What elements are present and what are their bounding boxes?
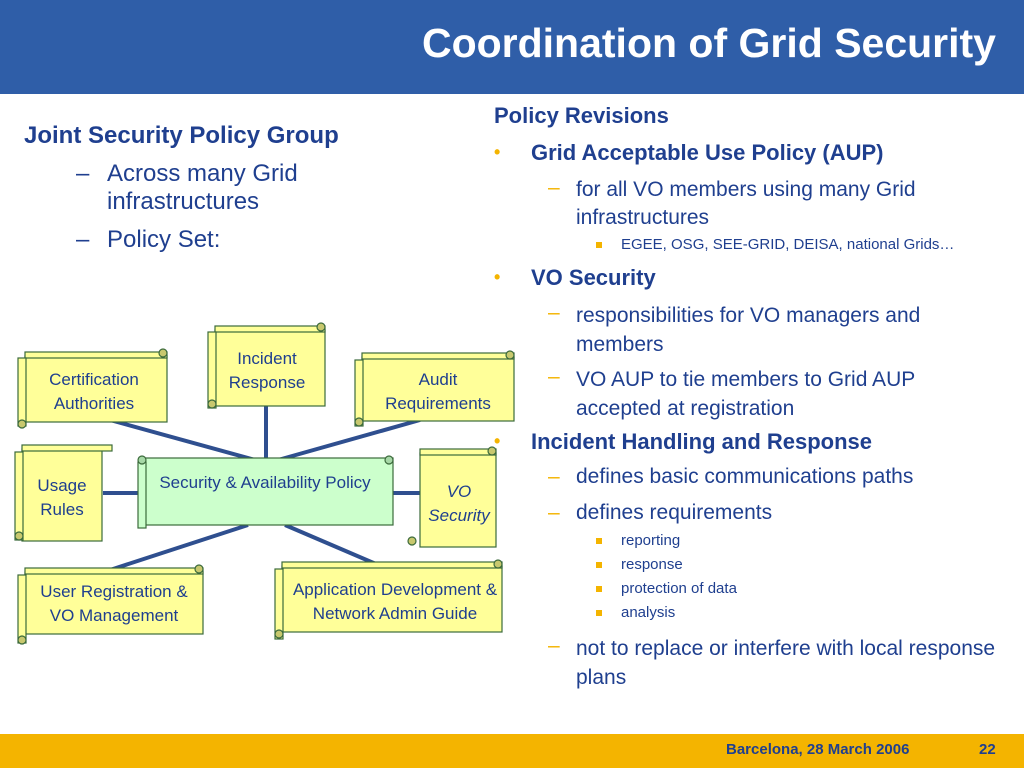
dash-bullet: – <box>548 365 560 388</box>
vo-security-label: VO Security <box>428 482 490 525</box>
audit-requirements-label: Audit Requirements <box>385 370 491 413</box>
square-bullet <box>596 538 602 544</box>
header-bar <box>0 0 1024 94</box>
dash-bullet: – <box>548 301 560 324</box>
square-bullet <box>596 586 602 592</box>
incident-response-label: Incident Response <box>228 349 306 392</box>
vo-sub-responsibilities: responsibilities for VO managers and mem… <box>576 304 921 356</box>
left-heading: Joint Security Policy Group <box>24 122 339 149</box>
user-registration-label: User Registration & VO Management <box>40 582 188 625</box>
incident-sub-paths: defines basic communications paths <box>576 465 914 488</box>
req-reporting: reporting <box>621 532 681 549</box>
left-item-policy-set: Policy Set: <box>107 226 221 253</box>
aup-sub: for all VO members using many Grid infra… <box>576 178 916 229</box>
square-bullet <box>596 562 602 568</box>
req-response: response <box>621 556 683 573</box>
page-number: 22 <box>979 741 996 758</box>
aup-grids: EGEE, OSG, SEE-GRID, DEISA, national Gri… <box>621 236 955 253</box>
left-item-grid: Across many Grid infrastructures <box>107 160 298 215</box>
dash-bullet: – <box>548 634 560 657</box>
incident-title: Incident Handling and Response <box>531 429 873 454</box>
dash-bullet: – <box>548 176 560 199</box>
dash-bullet: – <box>548 501 560 524</box>
dash-bullet: – <box>76 226 90 253</box>
policy-revisions-heading: Policy Revisions <box>494 103 669 128</box>
aup-title: Grid Acceptable Use Policy (AUP) <box>531 140 884 165</box>
bullet: • <box>494 267 501 287</box>
slide-title: Coordination of Grid Security <box>421 20 996 66</box>
bullet: • <box>494 431 501 451</box>
vo-security-title: VO Security <box>531 265 656 290</box>
dash-bullet: – <box>548 465 560 488</box>
footer-location-date: Barcelona, 28 March 2006 <box>726 741 910 758</box>
certification-authorities-label: Certification Authorities <box>49 370 139 413</box>
req-protection: protection of data <box>621 580 737 597</box>
incident-sub-requirements: defines requirements <box>576 501 773 524</box>
bullet: • <box>494 142 501 162</box>
req-analysis: analysis <box>621 604 676 621</box>
square-bullet <box>596 242 602 248</box>
footer-bar <box>0 734 1024 768</box>
usage-rules-label: Usage Rules <box>37 476 87 519</box>
incident-sub-local-plans: not to replace or interfere with local r… <box>576 637 996 689</box>
app-dev-label: Application Development & Network Admin … <box>292 580 498 623</box>
dash-bullet: – <box>76 160 90 187</box>
square-bullet <box>596 610 602 616</box>
vo-sub-aup: VO AUP to tie members to Grid AUP accept… <box>576 368 915 420</box>
center-policy-label: Security & Availability Policy <box>159 473 371 492</box>
